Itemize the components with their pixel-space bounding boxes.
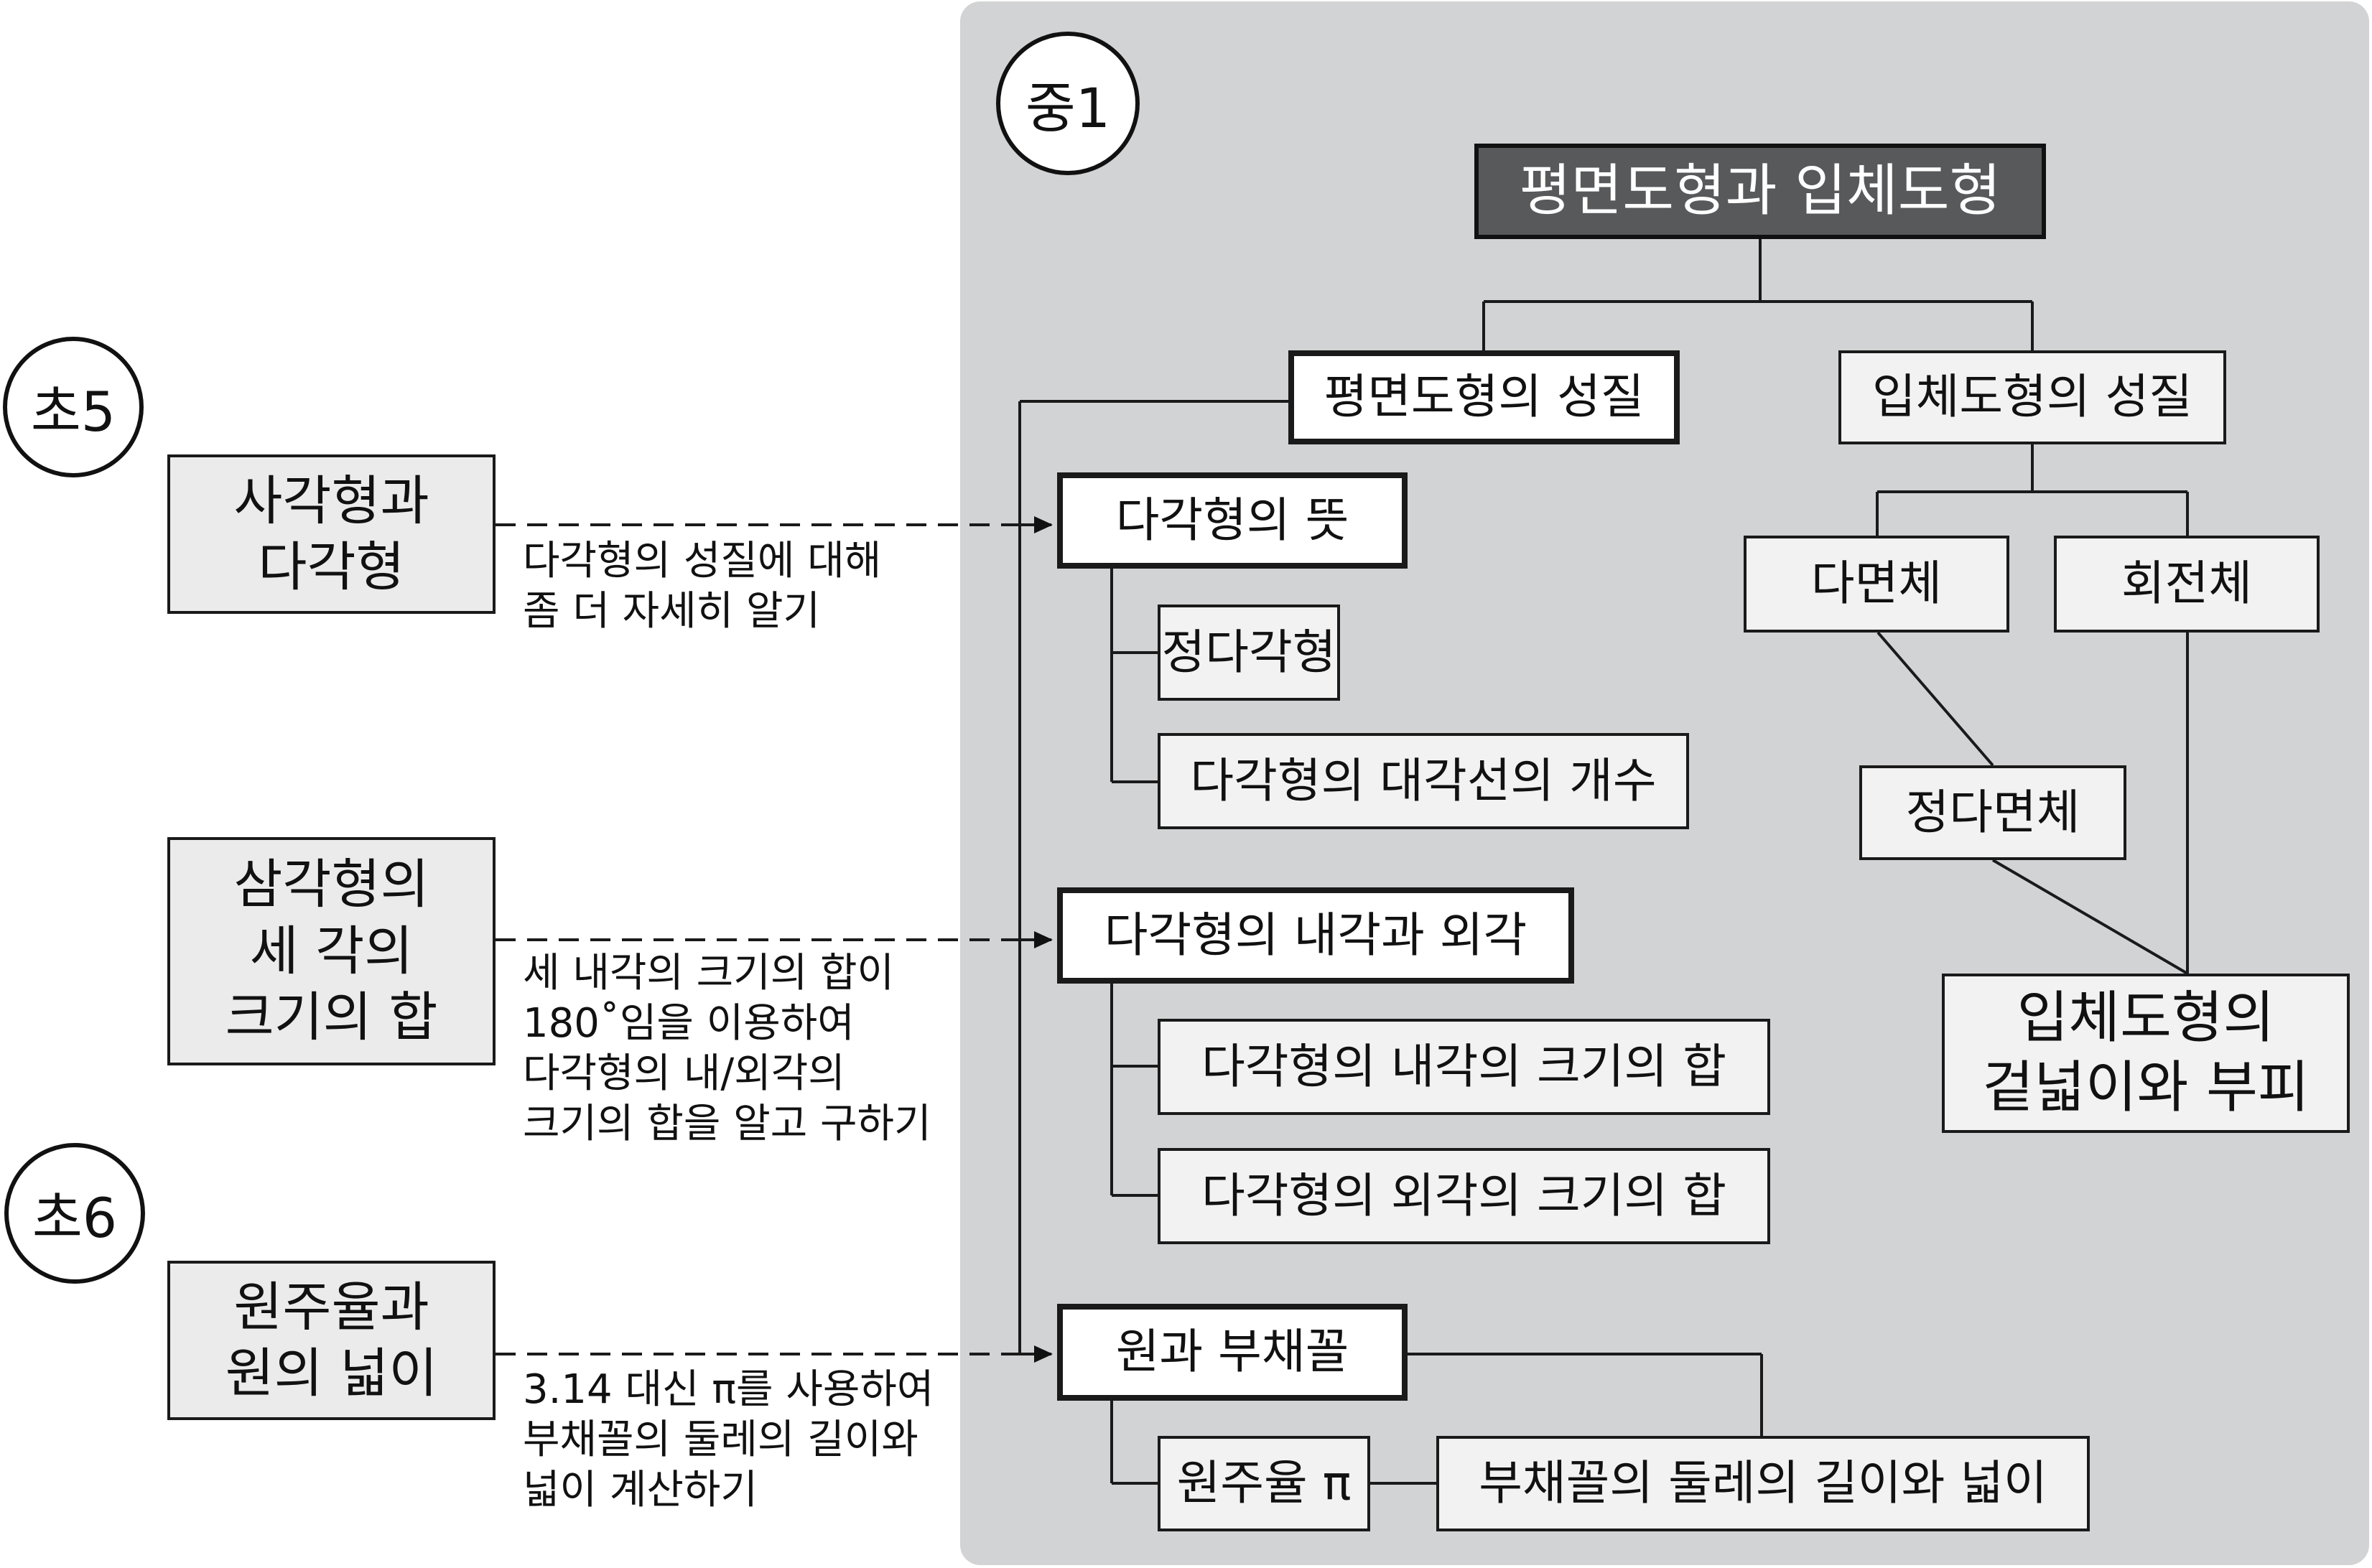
topic-triangle-sum: 삼각형의 세 각의 크기의 합 <box>167 837 496 1065</box>
topic-pi-area-label: 원주율과 원의 넓이 <box>225 1276 438 1405</box>
node-diagonal-count-label: 다각형의 대각선의 개수 <box>1190 752 1657 808</box>
node-circle-sector: 원과 부채꼴 <box>1057 1304 1408 1401</box>
node-solid-props: 입체도형의 성질 <box>1838 350 2226 444</box>
node-regular-polygon: 정다각형 <box>1158 605 1340 701</box>
node-diagonal-count: 다각형의 대각선의 개수 <box>1158 733 1689 829</box>
node-solid-revolution-label: 회전체 <box>2121 556 2253 612</box>
node-sector-perimeter-area-label: 부채꼴의 둘레의 길이와 넓이 <box>1479 1455 2047 1511</box>
node-polyhedron-label: 다면체 <box>1810 556 1943 612</box>
node-pi-label: 원주율 π <box>1176 1455 1352 1511</box>
topic-triangle-sum-label: 삼각형의 세 각의 크기의 합 <box>225 854 438 1049</box>
node-surface-volume-label: 입체도형의 겉넓이와 부피 <box>1982 985 2310 1121</box>
grade-label-middle1: 중1 <box>1025 76 1111 140</box>
note-polygon-props: 다각형의 성질에 대해 좀 더 자세히 알기 <box>523 538 882 635</box>
grade-circle-middle1: 중1 <box>996 32 1140 175</box>
root-node: 평면도형과 입체도형 <box>1474 144 2046 239</box>
node-solid-props-label: 입체도형의 성질 <box>1871 369 2193 425</box>
node-exterior-sum-label: 다각형의 외각의 크기의 합 <box>1201 1167 1726 1223</box>
node-solid-revolution: 회전체 <box>2054 536 2320 633</box>
grade-label-elem6: 초6 <box>32 1186 118 1250</box>
node-polygon-meaning: 다각형의 뜻 <box>1057 472 1408 569</box>
node-regular-polyhedron: 정다면체 <box>1859 765 2126 860</box>
node-interior-sum: 다각형의 내각의 크기의 합 <box>1158 1019 1770 1115</box>
node-sector-perimeter-area: 부채꼴의 둘레의 길이와 넓이 <box>1436 1436 2090 1531</box>
node-plane-props-label: 평면도형의 성질 <box>1324 369 1645 425</box>
node-polygon-meaning-label: 다각형의 뜻 <box>1115 492 1349 548</box>
node-interior-exterior: 다각형의 내각과 외각 <box>1057 887 1574 984</box>
topic-rect-polygon-label: 사각형과 다각형 <box>233 470 429 599</box>
node-interior-sum-label: 다각형의 내각의 크기의 합 <box>1201 1038 1726 1094</box>
node-regular-polygon-label: 정다각형 <box>1161 624 1336 680</box>
note-pi-sector: 3.14 대신 π를 사용하여 부채꼴의 둘레의 길이와 넓이 계산하기 <box>523 1366 934 1513</box>
grade-circle-elem5: 초5 <box>3 337 144 477</box>
note-angle-sum: 세 내각의 크기의 합이 180˚임을 이용하여 다각형의 내/외각의 크기의 … <box>523 950 931 1147</box>
topic-pi-area: 원주율과 원의 넓이 <box>167 1261 496 1420</box>
root-node-label: 평면도형과 입체도형 <box>1519 158 2001 223</box>
node-pi: 원주율 π <box>1158 1436 1370 1531</box>
arrowhead-2 <box>1034 931 1053 948</box>
node-plane-props: 평면도형의 성질 <box>1288 350 1680 444</box>
topic-rect-polygon: 사각형과 다각형 <box>167 454 496 614</box>
node-polyhedron: 다면체 <box>1744 536 2009 633</box>
arrowhead-3 <box>1034 1345 1053 1363</box>
node-interior-exterior-label: 다각형의 내각과 외각 <box>1104 907 1527 963</box>
grade-circle-elem6: 초6 <box>4 1143 145 1284</box>
grade-label-elem5: 초5 <box>30 380 116 444</box>
node-exterior-sum: 다각형의 외각의 크기의 합 <box>1158 1148 1770 1244</box>
arrowhead-1 <box>1034 516 1053 533</box>
node-circle-sector-label: 원과 부채꼴 <box>1115 1324 1349 1380</box>
node-regular-polyhedron-label: 정다면체 <box>1905 784 2080 840</box>
node-surface-volume: 입체도형의 겉넓이와 부피 <box>1942 974 2350 1133</box>
